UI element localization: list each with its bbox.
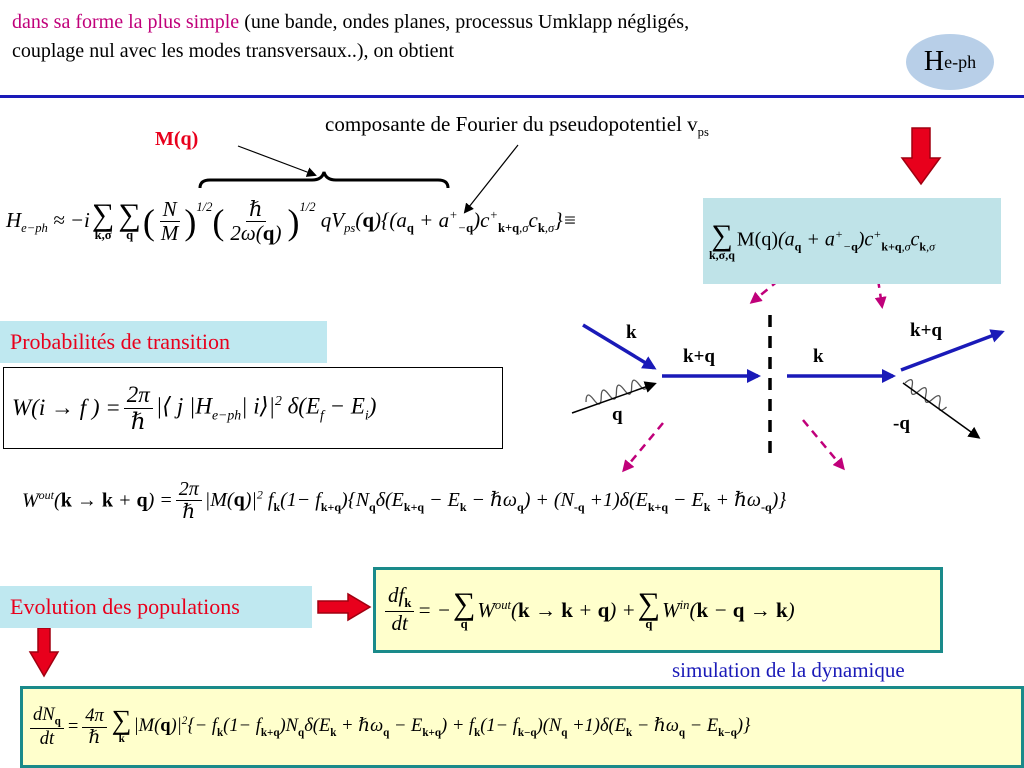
- k-in-arrow: [582, 323, 657, 370]
- diagram-kq-mid: k+q: [683, 346, 715, 367]
- diagram-k-mid: k: [813, 346, 824, 367]
- prefactor-brace: [198, 171, 450, 189]
- header-title-rest1: (une bande, ondes planes, processus Umkl…: [239, 11, 690, 33]
- evolution-text: Evolution des populations: [10, 594, 240, 619]
- probabilites-text: Probabilités de transition: [10, 329, 230, 354]
- magenta-arrow-down-right: [802, 419, 845, 471]
- badge-main: H: [923, 46, 945, 77]
- evolution-label: Evolution des populations: [0, 586, 312, 628]
- diagram-kq-out: k+q: [910, 320, 942, 341]
- red-down-arrow: [900, 127, 942, 186]
- fourier-arrow: [463, 144, 519, 214]
- badge-sub: e-ph: [944, 51, 977, 72]
- header-divider: [0, 95, 1024, 98]
- phonon-minusq-wave: [904, 378, 948, 412]
- header-title-colored: dans sa forme la plus simple: [12, 11, 240, 33]
- diagram-k-in: k: [626, 322, 637, 343]
- simulation-label: simulation de la dynamique: [672, 658, 905, 682]
- fourier-text: composante de Fourier du pseudopotentiel…: [325, 112, 698, 136]
- evolution-down-arrow: [28, 627, 60, 678]
- phonon-q-line: [571, 381, 657, 414]
- phonon-minusq-line: [902, 382, 981, 439]
- mq-arrow: [237, 145, 317, 177]
- mq-label: M(q): [155, 128, 199, 150]
- header-text: dans sa forme la plus simple (une bande,…: [12, 8, 892, 66]
- evolution-right-arrow: [317, 592, 372, 622]
- fourier-label: composante de Fourier du pseudopotentiel…: [325, 112, 709, 140]
- header-title-rest2: couplage nul avec les modes transversaux…: [12, 40, 455, 62]
- mq-form-box: ∑k,σ,q M(q)(aq + a+−q)c+k+q,σck,σ: [703, 198, 1001, 284]
- kq-out-arrow: [900, 329, 1005, 372]
- magenta-arrow-down-left: [622, 422, 664, 473]
- probabilites-label: Probabilités de transition: [0, 321, 327, 363]
- diagram-q: q: [612, 404, 623, 425]
- fourier-sub: ps: [697, 125, 709, 140]
- diagram-minus-q: -q: [893, 413, 910, 434]
